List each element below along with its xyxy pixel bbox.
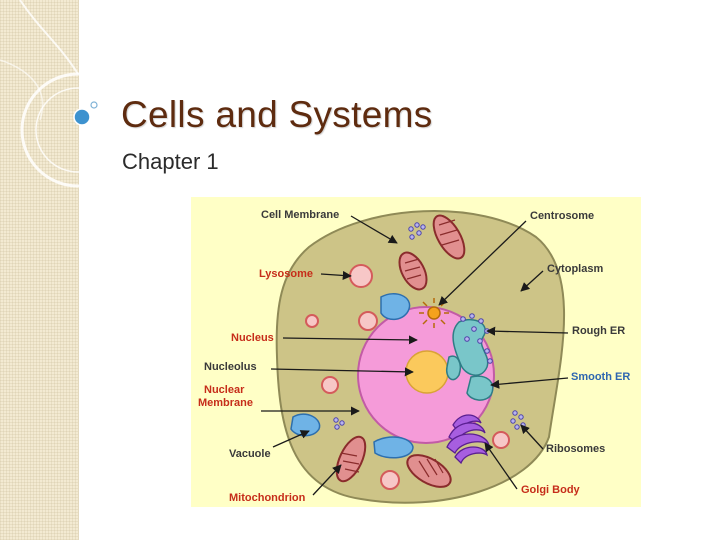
label-mitochondrion: Mitochondrion <box>229 492 306 504</box>
label-pointer-lines <box>261 215 569 496</box>
label-cell-membrane: Cell Membrane <box>261 209 340 221</box>
label-vacuole: Vacuole <box>229 448 271 460</box>
mitochondria-cristae <box>340 219 460 478</box>
label-rough-er: Rough ER <box>572 325 626 337</box>
decorative-side-band <box>0 0 79 540</box>
cell-illustration <box>261 210 569 504</box>
slide-title: Cells and Systems <box>121 94 433 135</box>
label-ribosomes: Ribosomes <box>546 443 606 455</box>
lysosome-shapes <box>305 264 510 490</box>
label-nuclear-membrane-line2: Membrane <box>198 397 254 409</box>
label-smooth-er: Smooth ER <box>571 371 631 383</box>
label-golgi-body: Golgi Body <box>521 484 580 496</box>
slide-subtitle: Chapter 1 <box>122 149 219 174</box>
animal-cell-diagram: Cell Membrane Lysosome Nucleus Nucleolus… <box>191 197 641 507</box>
label-nuclear-membrane-line1: Nuclear <box>204 384 245 396</box>
label-centrosome: Centrosome <box>530 210 595 222</box>
bullet-dots-icon <box>73 101 98 126</box>
centrosome-shape <box>419 298 449 328</box>
er-shapes <box>445 318 494 401</box>
label-cytoplasm: Cytoplasm <box>547 263 604 275</box>
label-nucleus: Nucleus <box>231 332 274 344</box>
label-lysosome: Lysosome <box>259 268 314 280</box>
mitochondria-shapes <box>335 214 466 488</box>
label-nucleolus: Nucleolus <box>204 361 257 373</box>
vacuole-shapes <box>290 293 414 459</box>
